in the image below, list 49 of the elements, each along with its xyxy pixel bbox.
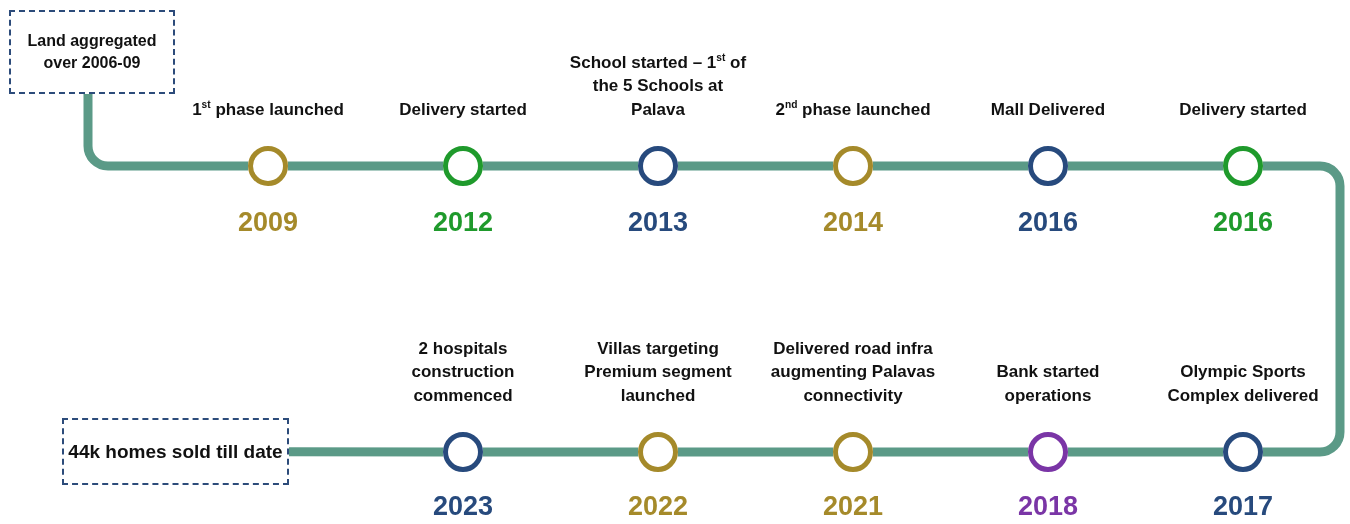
timeline-track — [288, 161, 443, 171]
milestone-circle — [1223, 432, 1263, 472]
milestone-circle — [833, 432, 873, 472]
timeline-track — [483, 447, 638, 457]
year-label: 2013 — [626, 209, 690, 236]
milestone-circle — [1028, 432, 1068, 472]
milestone-description: 1$^{st}$ phase launched — [191, 98, 345, 122]
year-label: 2009 — [236, 209, 300, 236]
year-label: 2018 — [1016, 493, 1080, 520]
milestone-description: 2 hospitals construction commenced — [410, 337, 516, 408]
timeline-track — [1068, 161, 1223, 171]
year-label: 2023 — [431, 493, 495, 520]
box-text: Land aggregated over 2006-09 — [26, 31, 158, 73]
milestone-description: Bank started operations — [995, 361, 1101, 408]
box-text: 44k homes sold till date — [68, 439, 283, 464]
milestone-description: Delivered road infra augmenting Palavas connectivity — [769, 337, 937, 408]
year-label: 2016 — [1211, 209, 1275, 236]
year-label: 2012 — [431, 209, 495, 236]
milestone-description: Villas targeting Premium segment launched — [583, 337, 733, 408]
milestone-circle — [1028, 146, 1068, 186]
milestone-description: Olympic Sports Complex delivered — [1166, 361, 1320, 408]
milestone-description: Mall Delivered — [989, 99, 1107, 122]
timeline-track — [1263, 161, 1345, 457]
dashed-box — [9, 10, 175, 94]
milestone-circle — [833, 146, 873, 186]
milestone-description: School started – 1$^{st}$ of the 5 Schools at Palava — [568, 50, 748, 122]
timeline-track — [1068, 447, 1223, 457]
timeline-track — [83, 94, 248, 171]
year-label: 2014 — [821, 209, 885, 236]
timeline-track — [873, 161, 1028, 171]
timeline-track — [873, 447, 1028, 457]
timeline-track — [289, 447, 443, 457]
timeline-track — [483, 161, 638, 171]
milestone-description: 2$^{nd}$ phase launched — [774, 98, 932, 122]
milestone-description: Delivery started — [1178, 99, 1308, 122]
milestone-circle — [443, 146, 483, 186]
timeline-track — [678, 447, 833, 457]
milestone-circle — [248, 146, 288, 186]
year-label: 2021 — [821, 493, 885, 520]
dashed-box — [62, 418, 289, 485]
milestone-description: Delivery started — [398, 99, 528, 122]
year-label: 2016 — [1016, 209, 1080, 236]
timeline-track — [678, 161, 833, 171]
year-label: 2022 — [626, 493, 690, 520]
milestone-circle — [1223, 146, 1263, 186]
year-label: 2017 — [1211, 493, 1275, 520]
milestone-circle — [638, 432, 678, 472]
milestone-circle — [638, 146, 678, 186]
milestone-circle — [443, 432, 483, 472]
